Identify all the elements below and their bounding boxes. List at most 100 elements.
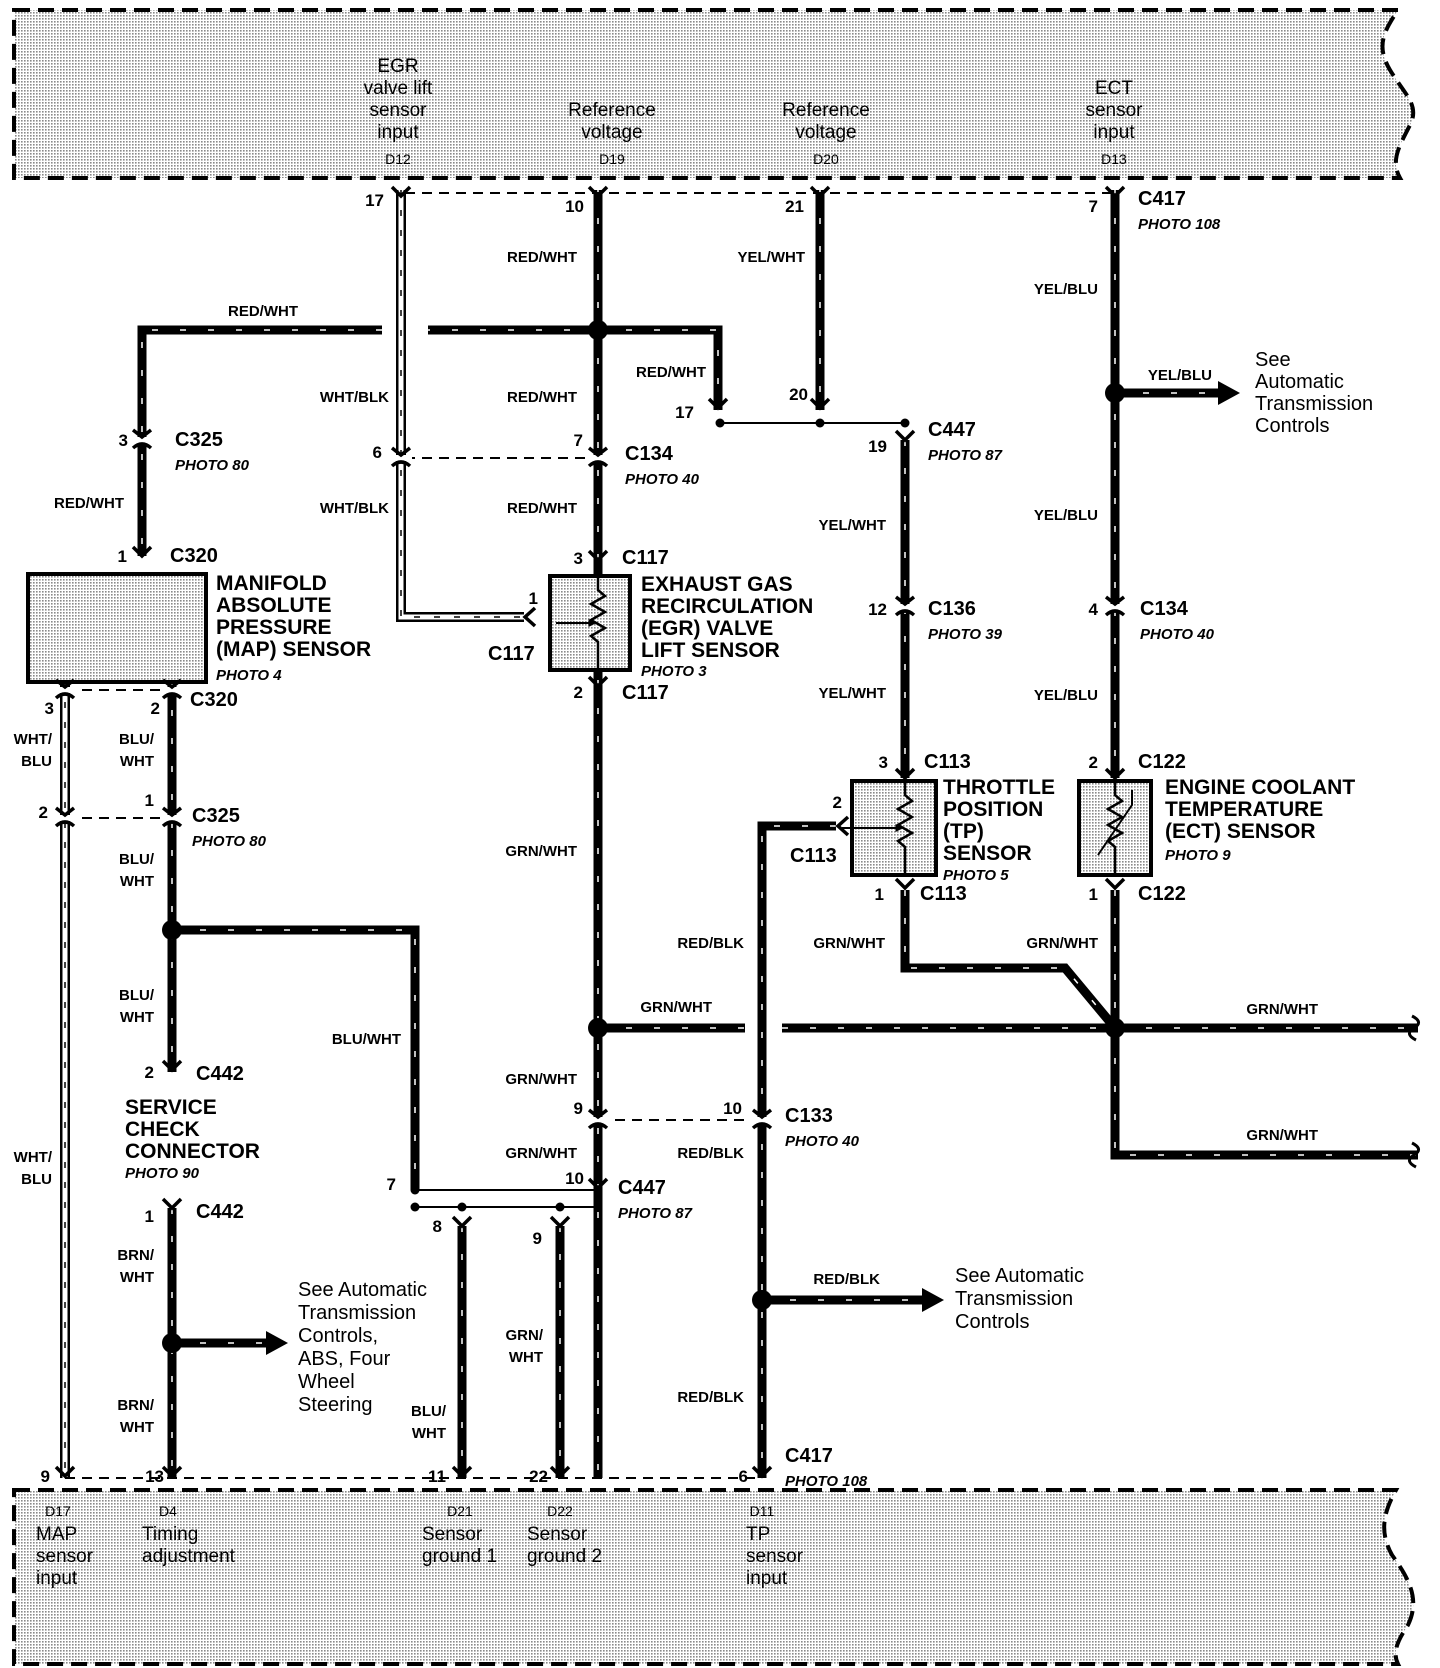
map-sensor-label-line: PRESSURE	[216, 616, 332, 639]
connector-c117_side: C117	[488, 643, 535, 665]
ecm-top-label-line: EGR	[377, 56, 418, 77]
terminal-mark	[390, 185, 412, 199]
map-sensor-label-line: ABSOLUTE	[216, 594, 332, 617]
terminal-mark	[707, 397, 729, 411]
components	[26, 572, 1153, 877]
tp-arrow-head	[922, 1288, 944, 1312]
wire-continuation-mark	[1408, 1014, 1420, 1042]
wire-label-redwht_branch: RED/WHT	[636, 364, 706, 381]
pin-p12: 12	[868, 600, 887, 619]
ecm-bottom-code: D21	[447, 1503, 473, 1519]
wire-label-egr_top: RED/WHT	[507, 249, 577, 266]
connector-c136-photo: PHOTO 39	[928, 626, 1003, 643]
ect-sensor-photo: PHOTO 9	[1165, 847, 1231, 864]
connector-marks	[54, 185, 1126, 1479]
bus-dot	[410, 1202, 420, 1212]
connector-c113_side: C113	[790, 845, 837, 867]
ecm-bottom-label-line: sensor	[746, 1546, 804, 1567]
wire-label-yelblu_arrow: YEL/BLU	[1148, 367, 1212, 384]
connector-mark-upper	[161, 678, 183, 690]
wire-label-grnwht_5b: WHT	[509, 1349, 543, 1366]
ecm-top-label-line: input	[1093, 122, 1135, 143]
redwht-map-wire	[137, 325, 382, 556]
see-atc-note-top-line: Transmission	[1255, 393, 1373, 415]
connector-mark-lower	[751, 1122, 773, 1130]
ecm-top-code: D19	[599, 151, 625, 167]
connector-gap	[54, 815, 76, 821]
ecm-bottom-label-line: input	[36, 1568, 78, 1589]
connector-gap	[894, 604, 916, 610]
connector-c447_bot-photo: PHOTO 87	[618, 1205, 693, 1222]
redwht-branch-wire-dash	[598, 329, 719, 410]
connector-gap	[161, 815, 183, 821]
tp-sensor-label-line: THROTTLE	[943, 776, 1055, 799]
see-atc-note-top-line: Controls	[1255, 415, 1329, 437]
wire-label-grnwht_1: GRN/WHT	[505, 843, 577, 860]
pin-p1d: 1	[1089, 885, 1098, 904]
wire-label-whtblk_2: WHT/BLK	[320, 500, 389, 517]
ecm-top-label-line: voltage	[581, 122, 642, 143]
wire-label-bluwht_3a: BLU/	[119, 987, 155, 1004]
ecm-bottom-code: D22	[547, 1503, 573, 1519]
ecm-top-code: D12	[385, 151, 411, 167]
ecm-top-label-line: sensor	[1085, 100, 1143, 121]
ect-sensor-label-line: (ECT) SENSOR	[1165, 820, 1316, 843]
connector-c325_bot: C325	[192, 805, 240, 827]
connector-c417_bot-photo: PHOTO 108	[785, 1473, 868, 1490]
map-sensor-label-line: MANIFOLD	[216, 572, 327, 595]
egr-lift-wire-hatch	[400, 190, 524, 618]
wire-label-bluwht_1b: WHT	[120, 753, 154, 770]
wire-label-redwht_map: RED/WHT	[54, 495, 124, 512]
terminal-mark	[131, 545, 153, 559]
egr-resistor	[588, 578, 608, 668]
wire-label-bluwht_2a: BLU/	[119, 851, 155, 868]
terminal-mark	[161, 1197, 183, 1211]
ect-arrow-head	[1218, 381, 1240, 405]
tp-signal-wire-dash	[761, 825, 836, 1478]
connector-mark-upper	[587, 1108, 609, 1120]
connector-mark-upper	[390, 446, 412, 458]
pin-p13: 13	[145, 1467, 164, 1486]
terminal-mark	[161, 1465, 183, 1479]
connector-c122_bot: C122	[1138, 883, 1186, 905]
terminal-mark	[1104, 877, 1126, 891]
connector-gap	[751, 1117, 773, 1123]
terminal-mark	[54, 1465, 76, 1479]
ecm-bottom-label-line: input	[746, 1568, 788, 1589]
ecm-panel-top	[12, 8, 1416, 180]
c117-side-mark	[522, 606, 537, 628]
pin-p2e: 2	[39, 803, 48, 822]
tp-sensor-label-line: SENSOR	[943, 842, 1032, 865]
ecm-bottom-label-line: sensor	[36, 1546, 94, 1567]
ecm-top-label-line: voltage	[795, 122, 856, 143]
tp-signal-wire	[757, 821, 836, 1478]
wire-label-grnwht_bus: GRN/WHT	[1246, 1001, 1318, 1018]
connector-gap	[390, 455, 412, 461]
wire-label-yelblu_low: YEL/BLU	[1034, 687, 1098, 704]
connector-mark-lower	[131, 442, 153, 450]
connector-c320_top: C320	[170, 545, 218, 567]
ecm-top-label-line: sensor	[369, 100, 427, 121]
wire-label-grnwht_3: GRN/WHT	[505, 1071, 577, 1088]
terminal-mark	[1104, 767, 1126, 781]
pin-p17b: 17	[675, 403, 694, 422]
wire-label-brnwht_1a: BRN/	[117, 1247, 154, 1264]
pin-p21: 21	[785, 197, 804, 216]
see-atc-note-bottom-line: Transmission	[955, 1288, 1073, 1310]
pin-p7a: 7	[1089, 197, 1098, 216]
connector-mark-lower	[161, 692, 183, 700]
connector-gap	[54, 687, 76, 693]
pin-p17a: 17	[365, 191, 384, 210]
bluwht-long-wire	[172, 925, 420, 1190]
pin-p2d: 2	[833, 793, 842, 812]
c113-side-mark	[835, 815, 850, 837]
pin-p1f: 1	[145, 1207, 154, 1226]
splice-dot	[162, 920, 182, 940]
tp-sensor-label-line: POSITION	[943, 798, 1043, 821]
pin-p2f: 2	[145, 1063, 154, 1082]
connector-mark-upper	[161, 806, 183, 818]
terminal-mark	[1104, 185, 1126, 199]
connector-c134_left-photo: PHOTO 40	[625, 471, 700, 488]
ecm-bottom-label-line: ground 2	[527, 1546, 602, 1567]
